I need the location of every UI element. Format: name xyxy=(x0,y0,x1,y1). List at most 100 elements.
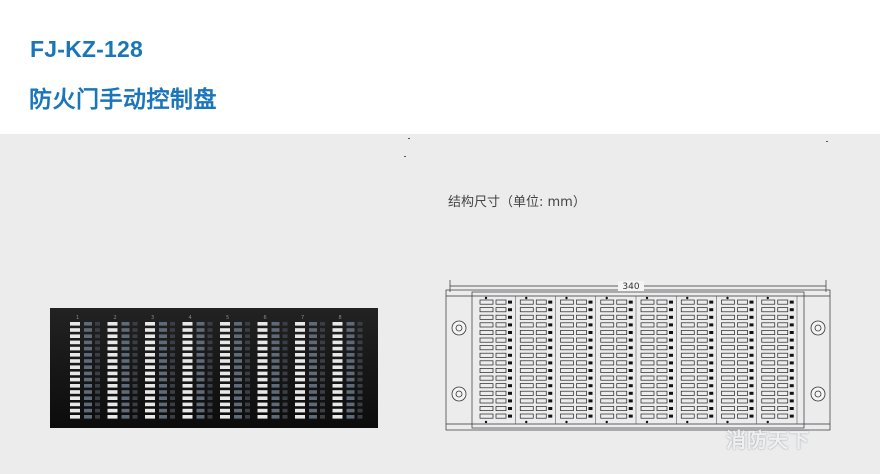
door-button xyxy=(182,377,193,382)
column-number-label: 8 xyxy=(339,315,342,321)
door-button xyxy=(107,353,118,357)
door-button xyxy=(107,322,118,326)
indicator-outline xyxy=(535,337,547,343)
status-indicator xyxy=(170,334,175,338)
screw-dot xyxy=(484,296,488,300)
switch-outline xyxy=(680,398,695,404)
status-indicator xyxy=(271,346,280,351)
indicator-outline xyxy=(656,390,668,396)
stray-speck xyxy=(826,141,828,142)
door-button xyxy=(295,371,305,376)
status-indicator xyxy=(346,322,355,326)
status-indicator xyxy=(309,396,317,400)
led-mark xyxy=(669,399,673,403)
switch-outline xyxy=(640,330,655,335)
switch-outline xyxy=(519,330,534,335)
status-indicator xyxy=(346,390,355,394)
status-indicator xyxy=(309,328,317,332)
door-button xyxy=(145,365,155,369)
door-button xyxy=(220,415,230,419)
switch-outline xyxy=(761,375,776,381)
switch-outline xyxy=(640,322,655,328)
status-indicator xyxy=(346,377,355,382)
status-indicator xyxy=(95,402,100,407)
led-mark xyxy=(508,315,512,319)
switch-outline xyxy=(560,345,574,351)
status-indicator xyxy=(84,346,92,351)
indicator-outline xyxy=(696,322,708,328)
dimension-width-label: 340 xyxy=(622,282,639,292)
status-indicator xyxy=(234,322,242,326)
door-button xyxy=(295,328,305,332)
indicator-outline xyxy=(495,375,507,381)
switch-outline xyxy=(721,360,735,366)
door-button xyxy=(332,353,343,357)
status-indicator xyxy=(245,359,250,363)
status-indicator xyxy=(170,353,175,357)
indicator-outline xyxy=(737,322,748,328)
status-indicator xyxy=(132,415,138,419)
status-indicator xyxy=(196,365,205,369)
indicator-outline xyxy=(737,345,748,351)
door-button xyxy=(182,408,193,413)
status-indicator xyxy=(320,415,325,419)
screw-dot xyxy=(686,296,689,300)
led-mark xyxy=(749,376,754,380)
indicator-outline xyxy=(576,390,587,396)
led-mark xyxy=(628,331,633,334)
status-indicator xyxy=(207,328,213,332)
led-mark xyxy=(628,391,633,395)
screw-dot xyxy=(525,420,528,424)
indicator-outline xyxy=(777,368,789,373)
switch-outline xyxy=(560,398,574,404)
led-mark xyxy=(548,369,553,372)
indicator-outline xyxy=(737,314,748,320)
led-mark xyxy=(709,315,714,319)
status-indicator xyxy=(357,390,363,394)
switch-outline xyxy=(640,337,655,343)
status-indicator xyxy=(132,396,138,400)
status-indicator xyxy=(207,353,213,357)
status-indicator xyxy=(234,371,242,376)
switch-outline xyxy=(560,368,574,373)
led-mark xyxy=(588,300,593,304)
indicator-outline xyxy=(535,330,547,335)
indicator-outline xyxy=(777,383,789,389)
door-button xyxy=(220,365,230,369)
status-indicator xyxy=(282,377,288,382)
status-indicator xyxy=(170,408,175,413)
led-mark xyxy=(508,369,512,372)
indicator-outline xyxy=(737,413,748,419)
status-indicator xyxy=(132,390,138,394)
switch-outline xyxy=(640,390,655,396)
status-indicator xyxy=(196,402,205,407)
status-indicator xyxy=(271,396,280,400)
door-button xyxy=(70,408,80,413)
door-button xyxy=(182,340,193,345)
status-indicator xyxy=(245,371,250,376)
door-button xyxy=(220,340,230,345)
door-button xyxy=(107,415,118,419)
led-mark xyxy=(749,399,754,403)
switch-outline xyxy=(479,368,494,373)
status-indicator xyxy=(282,322,288,326)
indicator-outline xyxy=(777,307,789,313)
switch-outline xyxy=(680,322,695,328)
led-mark xyxy=(749,323,754,327)
status-indicator xyxy=(357,402,363,407)
switch-outline xyxy=(519,398,534,404)
column-number-label: 7 xyxy=(301,315,304,321)
led-mark xyxy=(709,391,714,395)
status-indicator xyxy=(196,396,205,400)
status-indicator xyxy=(196,346,205,351)
switch-outline xyxy=(721,398,735,404)
status-indicator xyxy=(84,390,92,394)
switch-outline xyxy=(560,299,574,305)
status-indicator xyxy=(196,371,205,376)
status-indicator xyxy=(320,408,325,413)
led-mark xyxy=(709,376,714,380)
status-indicator xyxy=(196,322,205,326)
status-indicator xyxy=(132,359,138,363)
door-button xyxy=(257,353,268,357)
indicator-outline xyxy=(495,406,507,411)
